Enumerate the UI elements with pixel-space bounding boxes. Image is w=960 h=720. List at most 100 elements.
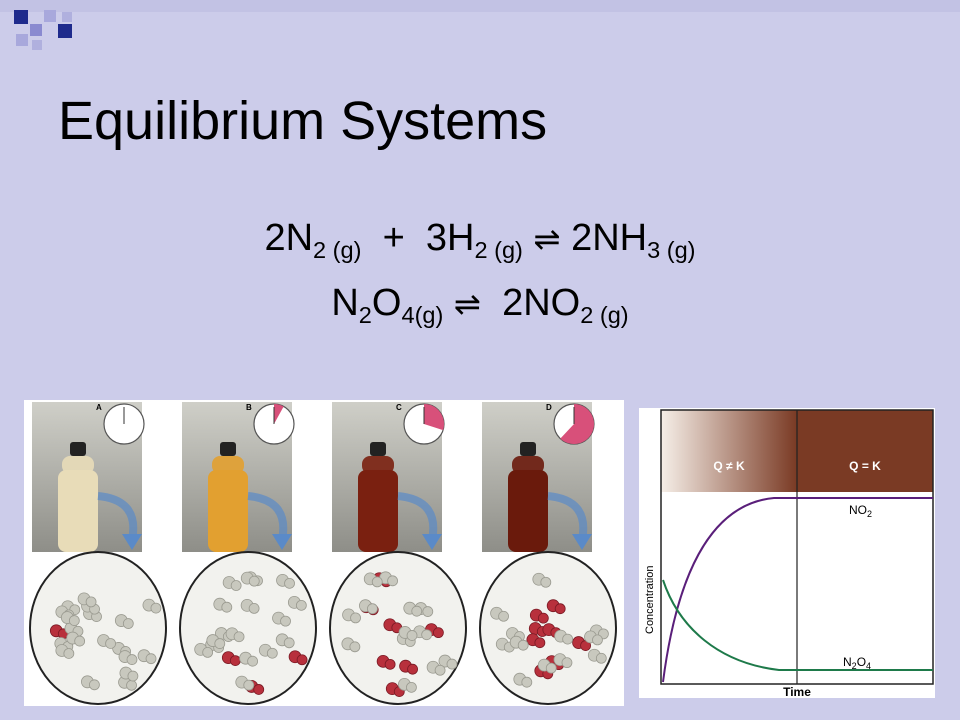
n2o4-molecule-atom	[517, 639, 529, 651]
n2o4-molecule-atom	[85, 596, 97, 608]
n2o4-molecule-atom	[89, 679, 100, 691]
n2o4-molecule-atom	[248, 602, 260, 614]
bottle-cap	[520, 442, 536, 456]
n2o4-molecule-atom	[230, 580, 242, 591]
n2o4-molecule-atom	[221, 601, 233, 613]
y-axis-label: Concentration	[644, 566, 656, 635]
n2o4-molecule-atom	[411, 605, 423, 617]
n2o4-molecule-atom	[434, 664, 446, 676]
bottle-neck	[212, 456, 244, 474]
n2o4-molecule-atom	[349, 641, 361, 653]
eq-subscript: 2	[358, 302, 372, 329]
region-right-label: Q = K	[849, 459, 881, 473]
no2-molecule-atom	[534, 637, 546, 649]
eq-term: N	[331, 282, 359, 324]
panel-letter: B	[246, 403, 252, 412]
equation-ammonia: 2N2 (g) + 3H2 (g) ⇌ 2NH3 (g)	[0, 217, 960, 264]
n2o4-label: N2O4	[843, 655, 871, 671]
decor-square	[30, 24, 42, 36]
magnify-arrow-head	[422, 534, 442, 550]
magnify-arrow-icon	[397, 492, 438, 541]
n2o4-molecule-atom	[406, 630, 418, 641]
n2o4-molecule-atom	[592, 634, 603, 646]
magnify-arrow-head	[272, 534, 292, 550]
no2-molecule-atom	[537, 612, 549, 624]
no2-curve	[662, 497, 933, 683]
n2o4-molecule-atom	[421, 629, 433, 641]
decor-square	[16, 34, 28, 46]
eq-subscript: 4(g)	[401, 302, 444, 329]
slide-title: Equilibrium Systems	[58, 91, 548, 151]
decor-square	[62, 12, 72, 22]
n2o4-molecule-atom	[243, 679, 255, 691]
n2o4-molecule-atom	[126, 679, 137, 691]
n2o4-molecule-atom	[122, 618, 134, 629]
clock-elapsed	[560, 404, 594, 444]
magnify-arrow-icon	[97, 492, 138, 541]
n2o4-molecule-atom	[350, 612, 361, 624]
n2o4-molecule-atom	[145, 653, 157, 665]
n2o4-molecule-atom	[105, 638, 116, 649]
n2o4-molecule-atom	[422, 606, 434, 617]
clock-elapsed	[424, 404, 444, 431]
decor-square	[14, 10, 28, 24]
bottle-cap	[70, 442, 86, 456]
bottle-cap	[370, 442, 386, 456]
n2o4-molecule-atom	[561, 657, 573, 669]
bottle-body	[58, 470, 98, 552]
panel-letter: C	[396, 403, 402, 412]
molecule-view	[29, 551, 167, 705]
eq-term: 2N	[264, 217, 314, 259]
n2o4-molecule-atom	[387, 575, 398, 587]
bottle-neck	[362, 456, 394, 474]
n2o4-curve	[662, 579, 933, 671]
magnify-arrow-icon	[547, 492, 588, 541]
n2o4-molecule-atom	[295, 599, 307, 611]
concentration-graph-svg: Q ≠ K Q = K NO2 N2O4 Time Concentration	[644, 409, 934, 699]
n2o4-molecule-atom	[283, 637, 295, 649]
nonequilibrium-region	[661, 410, 797, 492]
bottle-body	[208, 470, 248, 552]
equilibrium-arrow-icon: ⇌	[533, 220, 561, 258]
concentration-graph: Q ≠ K Q = K NO2 N2O4 Time Concentration	[639, 408, 935, 699]
equilibrium-region	[797, 410, 933, 492]
n2o4-molecule-atom	[266, 647, 278, 659]
molecule-view	[179, 551, 317, 705]
n2o4-molecule-atom	[127, 670, 139, 682]
eq-subscript: 2 (g)	[580, 302, 629, 329]
equilibrium-arrow-icon: ⇌	[453, 285, 481, 323]
bottle-cap	[220, 442, 236, 456]
eq-term: 2NH	[571, 217, 648, 259]
panel-letter: A	[96, 403, 102, 412]
no2-molecule-atom	[384, 658, 396, 670]
n2o4-molecule-atom	[214, 638, 226, 649]
n2o4-molecule-atom	[280, 615, 291, 627]
decor-square	[44, 10, 56, 22]
bottle-body	[358, 470, 398, 552]
eq-subscript: 2 (g)	[474, 237, 523, 264]
decor-square	[32, 40, 42, 50]
n2o4-molecule-atom	[498, 610, 509, 622]
decor-square	[58, 24, 72, 38]
no2-molecule-atom	[253, 684, 265, 695]
magnify-arrow-head	[572, 534, 592, 550]
eq-term: + 3H	[361, 217, 475, 259]
n2o4-molecule-atom	[446, 658, 458, 670]
eq-subscript: 3 (g)	[647, 237, 696, 264]
region-left-label: Q ≠ K	[713, 459, 745, 473]
x-axis-label: Time	[783, 685, 811, 698]
top-decoration-bar	[0, 0, 960, 12]
bottle-neck	[62, 456, 94, 474]
n2o4-molecule-atom	[233, 631, 245, 643]
bottle-neck	[512, 456, 544, 474]
n2o4-molecule-atom	[284, 577, 295, 589]
n2o4-molecule-atom	[126, 654, 138, 665]
n2o4-molecule-atom	[202, 646, 214, 658]
no2-molecule-atom	[407, 663, 418, 675]
n2o4-molecule-atom	[68, 615, 80, 626]
n2o4-molecule-atom	[74, 635, 86, 647]
n2o4-molecule-atom	[562, 633, 574, 645]
no2-label: NO2	[849, 503, 872, 519]
